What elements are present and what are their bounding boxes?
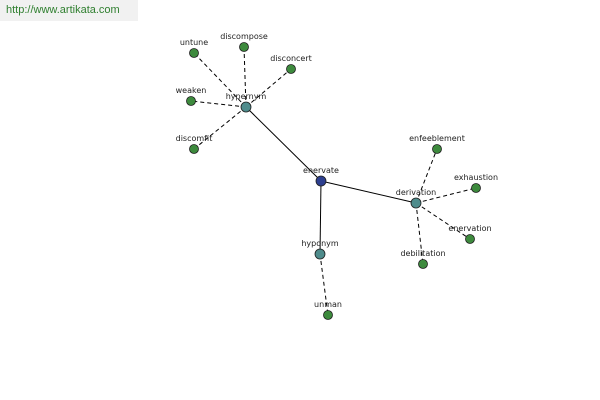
- edge-hyponym-unman: [319, 253, 329, 316]
- edge-hypernym-discompose: [243, 46, 247, 108]
- node-untune-label: untune: [180, 38, 208, 47]
- node-debilitation[interactable]: debilitation: [400, 249, 446, 269]
- edge-hypernym-weaken: [190, 100, 247, 108]
- node-hyponym-marker[interactable]: [314, 248, 326, 260]
- node-weaken-marker[interactable]: [186, 96, 196, 106]
- node-enervation-label: enervation: [448, 224, 491, 233]
- edge-derivation-enervation: [415, 202, 471, 240]
- node-derivation-marker[interactable]: [410, 197, 422, 209]
- node-untune[interactable]: untune: [180, 38, 208, 58]
- node-disconcert-label: disconcert: [270, 54, 312, 63]
- site-url-banner[interactable]: http://www.artikata.com: [0, 0, 138, 21]
- node-discompose-marker[interactable]: [239, 42, 249, 52]
- node-exhaustion-marker[interactable]: [471, 183, 481, 193]
- node-disconcert[interactable]: disconcert: [270, 54, 312, 74]
- edge-hypernym-untune: [193, 52, 247, 108]
- node-debilitation-marker[interactable]: [418, 259, 428, 269]
- edge-enervate-derivation: [320, 180, 417, 204]
- node-enervation-marker[interactable]: [465, 234, 475, 244]
- node-weaken[interactable]: weaken: [176, 86, 207, 106]
- node-enfeeblement-marker[interactable]: [432, 144, 442, 154]
- node-unman-label: unman: [314, 300, 342, 309]
- node-enfeeblement[interactable]: enfeeblement: [409, 134, 465, 154]
- node-enervate[interactable]: enervate: [303, 166, 339, 187]
- node-discomfit[interactable]: discomfit: [176, 134, 213, 154]
- node-enervation[interactable]: enervation: [448, 224, 492, 244]
- node-hypernym[interactable]: hypernym: [226, 92, 267, 113]
- node-derivation-label: derivation: [396, 188, 436, 197]
- node-discomfit-marker[interactable]: [189, 144, 199, 154]
- node-hypernym-label: hypernym: [226, 92, 267, 101]
- edge-enervate-hyponym: [319, 180, 322, 255]
- node-unman[interactable]: unman: [314, 300, 342, 320]
- node-enervate-label: enervate: [303, 166, 339, 175]
- node-derivation[interactable]: derivation: [396, 188, 436, 209]
- node-discompose-label: discompose: [220, 32, 268, 41]
- edge-derivation-exhaustion: [415, 187, 477, 204]
- node-enervate-marker[interactable]: [315, 175, 327, 187]
- node-exhaustion[interactable]: exhaustion: [454, 173, 498, 193]
- edge-derivation-debilitation: [415, 202, 424, 265]
- node-unman-marker[interactable]: [323, 310, 333, 320]
- node-hyponym-label: hyponym: [301, 239, 339, 248]
- edge-derivation-enfeeblement: [415, 148, 438, 204]
- edge-enervate-hypernym: [245, 106, 322, 182]
- node-disconcert-marker[interactable]: [286, 64, 296, 74]
- node-discompose[interactable]: discompose: [220, 32, 268, 52]
- node-weaken-label: weaken: [176, 86, 207, 95]
- node-hyponym[interactable]: hyponym: [301, 239, 339, 260]
- graph-nodes: enervate hypernym derivation hyponym untune d…: [176, 32, 498, 320]
- node-debilitation-label: debilitation: [400, 249, 445, 258]
- node-discomfit-label: discomfit: [176, 134, 213, 143]
- node-exhaustion-label: exhaustion: [454, 173, 498, 182]
- node-enfeeblement-label: enfeeblement: [409, 134, 465, 143]
- node-untune-marker[interactable]: [189, 48, 199, 58]
- graph-edges: [190, 46, 477, 316]
- edge-hypernym-disconcert: [245, 68, 292, 108]
- node-hypernym-marker[interactable]: [240, 101, 252, 113]
